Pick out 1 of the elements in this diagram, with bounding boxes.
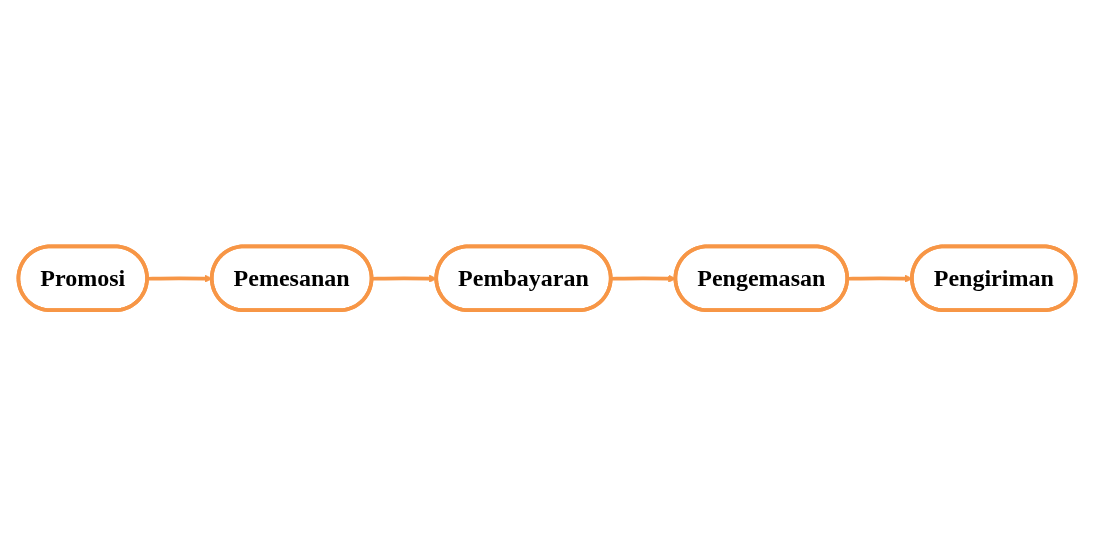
flow-diagram: Promosi Pemesanan Pembayaran Pengemasan Pengiriman (10, 238, 1084, 318)
